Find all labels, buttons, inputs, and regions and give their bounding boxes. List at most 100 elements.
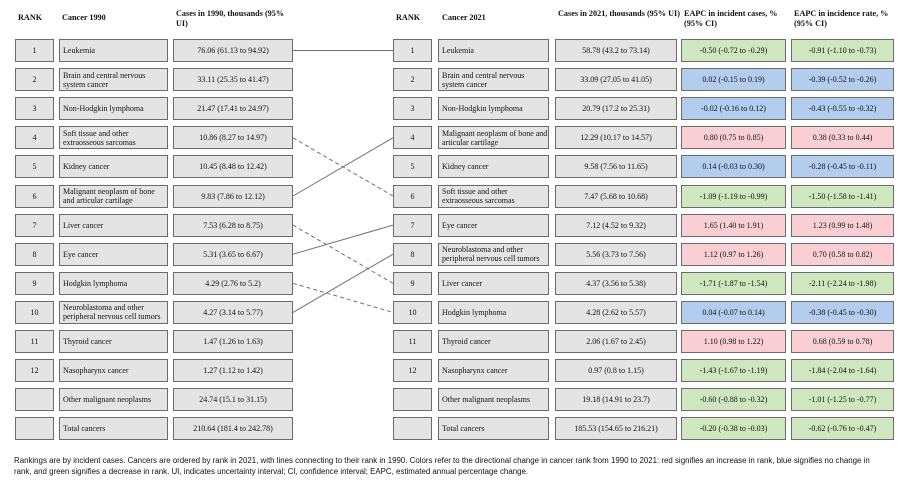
- cancer-1990-cell: Total cancers: [59, 417, 168, 441]
- eapc-cases-cell: 0.02 (-0.15 to 0.19): [681, 68, 786, 92]
- rank-2021-cell: 10: [393, 300, 432, 324]
- cases-2021-cell: 185.53 (154.65 to 216.21): [555, 417, 677, 441]
- connection-line-7-to-9: [292, 224, 394, 284]
- eapc-cases-cell: -0.20 (-0.38 to -0.03): [681, 417, 786, 441]
- cancer-2021-cell: Neuroblastoma and other peripheral nervo…: [438, 242, 549, 266]
- eapc-rate-cell: -1.01 (-1.25 to -0.77): [791, 388, 894, 412]
- cancer-2021-cell: Hodgkin lymphoma: [438, 300, 549, 324]
- cases-2021-cell: 4.37 (3.56 to 5.38): [555, 271, 677, 295]
- rank-1990-cell: [15, 388, 54, 412]
- eapc-rate-cell: 0.68 (0.59 to 0.78): [791, 330, 894, 353]
- eapc-cases-cell: 0.80 (0.75 to 0.85): [681, 126, 786, 150]
- cases-1990-cell: 1.47 (1.26 to 1.63): [173, 330, 293, 353]
- cases-2021-cell: 20.79 (17.2 to 25.31): [555, 97, 677, 121]
- cases-2021-cell: 0.97 (0.8 to 1.15): [555, 359, 677, 383]
- header-eapc-cases: EAPC in incident cases, % (95% CI): [684, 9, 778, 28]
- cases-2021-cell: 12.29 (10.17 to 14.57): [555, 126, 677, 150]
- eapc-rate-cell: -0.62 (-0.76 to -0.47): [791, 417, 894, 441]
- cases-1990-cell: 21.47 (17.41 to 24.97): [173, 97, 293, 121]
- cancer-2021-cell: Soft tissue and other extraosseous sarco…: [438, 184, 549, 208]
- cancer-1990-cell: Brain and central nervous system cancer: [59, 68, 168, 92]
- rank-2021-cell: 1: [393, 39, 432, 62]
- cancer-2021-cell: Liver cancer: [438, 271, 549, 295]
- connection-line-6-to-4: [292, 137, 394, 197]
- header-cases-2021: Cases in 2021, thousands (95% UI): [558, 9, 680, 18]
- cases-1990-cell: 210.64 (181.4 to 242.78): [173, 417, 293, 441]
- rank-2021-cell: 11: [393, 330, 432, 353]
- cases-2021-cell: 7.47 (5.68 to 10.68): [555, 184, 677, 208]
- cancer-2021-cell: Other malignant neoplasms: [438, 388, 549, 412]
- cases-1990-cell: 5.31 (3.65 to 6.67): [173, 242, 293, 266]
- rank-2021-cell: [393, 388, 432, 412]
- header-rank-2021: RANK: [396, 13, 421, 22]
- eapc-rate-cell: -0.28 (-0.45 to -0.11): [791, 155, 894, 179]
- rank-1990-cell: 5: [15, 155, 54, 179]
- header-cancer-1990: Cancer 1990: [62, 13, 106, 22]
- connection-line-10-to-8: [292, 253, 394, 313]
- rank-2021-cell: [393, 417, 432, 441]
- rank-2021-cell: 6: [393, 184, 432, 208]
- cases-2021-cell: 7.12 (4.52 to 9.32): [555, 213, 677, 237]
- eapc-rate-cell: 1.23 (0.99 to 1.48): [791, 213, 894, 237]
- cancer-2021-cell: Eye cancer: [438, 213, 549, 237]
- rank-1990-cell: 11: [15, 330, 54, 353]
- cases-2021-cell: 33.09 (27.05 to 41.05): [555, 68, 677, 92]
- eapc-rate-cell: -0.38 (-0.45 to -0.30): [791, 300, 894, 324]
- footnote: Rankings are by incident cases. Cancers …: [14, 456, 870, 476]
- cases-1990-cell: 76.06 (61.13 to 94.92): [173, 39, 293, 62]
- cancer-1990-cell: Malignant neoplasm of bone and articular…: [59, 184, 168, 208]
- cases-1990-cell: 10.86 (8.27 to 14.97): [173, 126, 293, 150]
- eapc-cases-cell: -0.60 (-0.88 to -0.32): [681, 388, 786, 412]
- cancer-1990-cell: Thyroid cancer: [59, 330, 168, 353]
- cases-2021-cell: 19.18 (14.91 to 23.7): [555, 388, 677, 412]
- cancer-2021-cell: Kidney cancer: [438, 155, 549, 179]
- cancer-1990-cell: Nasopharynx cancer: [59, 359, 168, 383]
- cases-2021-cell: 5.56 (3.73 to 7.56): [555, 242, 677, 266]
- cancer-1990-cell: Kidney cancer: [59, 155, 168, 179]
- rank-2021-cell: 12: [393, 359, 432, 383]
- cases-1990-cell: 10.45 (8.48 to 12.42): [173, 155, 293, 179]
- header-rank-1990: RANK: [18, 13, 43, 22]
- cases-2021-cell: 58.78 (43.2 to 73.14): [555, 39, 677, 62]
- rank-1990-cell: 9: [15, 271, 54, 295]
- rank-2021-cell: 5: [393, 155, 432, 179]
- cancer-2021-cell: Brain and central nervous system cancer: [438, 68, 549, 92]
- connection-line-9-to-10: [292, 282, 394, 313]
- rank-2021-cell: 9: [393, 271, 432, 295]
- rank-1990-cell: 10: [15, 300, 54, 324]
- rank-2021-cell: 7: [393, 213, 432, 237]
- eapc-rate-cell: -1.84 (-2.04 to -1.64): [791, 359, 894, 383]
- cancer-1990-cell: Other malignant neoplasms: [59, 388, 168, 412]
- cancer-1990-cell: Non-Hodgkin lymphoma: [59, 97, 168, 121]
- eapc-cases-cell: -1.71 (-1.87 to -1.54): [681, 271, 786, 295]
- cases-2021-cell: 9.58 (7.56 to 11.65): [555, 155, 677, 179]
- header-cases-1990: Cases in 1990, thousands (95% UI): [176, 9, 285, 28]
- eapc-cases-cell: -1.09 (-1.19 to -0.99): [681, 184, 786, 208]
- connection-line-8-to-7: [292, 224, 394, 255]
- cases-2021-cell: 4.28 (2.62 to 5.57): [555, 300, 677, 324]
- cases-1990-cell: 33.11 (25.35 to 41.47): [173, 68, 293, 92]
- eapc-rate-cell: -0.43 (-0.55 to -0.32): [791, 97, 894, 121]
- rank-1990-cell: 2: [15, 68, 54, 92]
- cases-1990-cell: 7.53 (6.28 to 8.75): [173, 213, 293, 237]
- rank-1990-cell: 7: [15, 213, 54, 237]
- eapc-cases-cell: 1.12 (0.97 to 1.26): [681, 242, 786, 266]
- cases-2021-cell: 2.06 (1.67 to 2.45): [555, 330, 677, 353]
- eapc-cases-cell: -0.02 (-0.16 to 0.12): [681, 97, 786, 121]
- cancer-1990-cell: Leukemia: [59, 39, 168, 62]
- cases-1990-cell: 1.27 (1.12 to 1.42): [173, 359, 293, 383]
- eapc-rate-cell: -2.11 (-2.24 to -1.98): [791, 271, 894, 295]
- eapc-cases-cell: 0.04 (-0.07 to 0.14): [681, 300, 786, 324]
- eapc-cases-cell: 1.65 (1.40 to 1.91): [681, 213, 786, 237]
- cancer-2021-cell: Nasopharynx cancer: [438, 359, 549, 383]
- cancer-2021-cell: Total cancers: [438, 417, 549, 441]
- rank-2021-cell: 8: [393, 242, 432, 266]
- rank-1990-cell: 12: [15, 359, 54, 383]
- rank-2021-cell: 2: [393, 68, 432, 92]
- header-eapc-rate: EAPC in incidence rate, % (95% CI): [794, 9, 889, 28]
- cases-1990-cell: 24.74 (15.1 to 31.15): [173, 388, 293, 412]
- cancer-1990-cell: Soft tissue and other extraosseous sarco…: [59, 126, 168, 150]
- rank-1990-cell: [15, 417, 54, 441]
- eapc-cases-cell: 0.14 (-0.03 to 0.30): [681, 155, 786, 179]
